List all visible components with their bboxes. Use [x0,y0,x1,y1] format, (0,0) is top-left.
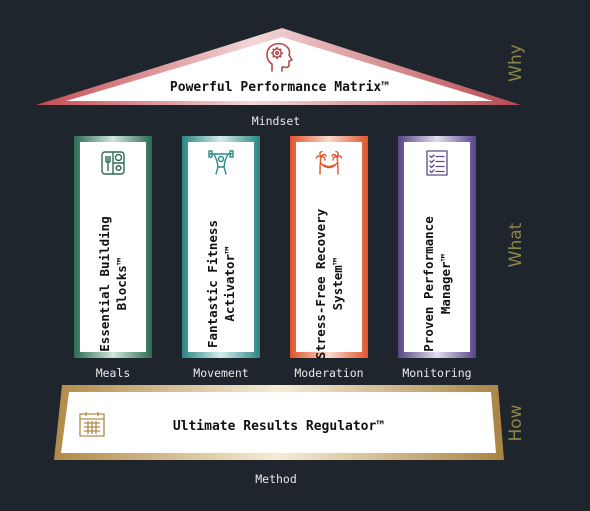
pillar-label: Stress-Free Recovery System™ [313,208,345,360]
pillar-label: Proven Performance Manager™ [421,216,453,352]
pillar-panel: Essential Building Blocks™ [80,142,146,352]
pillar-caption-monitoring: Monitoring [402,366,472,380]
base-label: Ultimate Results Regulator™ [172,419,385,434]
pillar-panel: Proven Performance Manager™ [404,142,470,352]
pillar-stress-free-recovery-system: Stress-Free Recovery System™ [290,136,368,359]
roof-title: Powerful Performance Matrix™ [169,80,390,95]
hammock-palms-icon [315,150,343,175]
brain-head-icon [266,42,293,72]
side-label-what: What [506,222,526,268]
pillar-essential-building-blocks: Essential Building Blocks™ [74,136,152,358]
base [54,385,504,460]
pillar-panel: Stress-Free Recovery System™ [296,142,362,359]
base-caption: Method [255,472,297,486]
roof-caption: Mindset [251,114,301,128]
checklist-icon [426,150,448,176]
roof [36,28,521,105]
pillar-caption-meals: Meals [95,366,131,380]
pillar-fantastic-fitness-activator: Fantastic Fitness Activator™ [182,136,260,358]
side-label-why: Why [506,44,526,82]
pillar-caption-movement: Movement [193,366,249,380]
pillar-label: Essential Building Blocks™ [97,216,129,352]
pillar-proven-performance-manager: Proven Performance Manager™ [398,136,476,358]
pillar-panel: Fantastic Fitness Activator™ [188,142,254,352]
weightlifter-icon [208,150,234,175]
meal-tray-icon [101,151,125,175]
pillar-label: Fantastic Fitness Activator™ [205,220,237,348]
calendar-icon [79,412,105,437]
pillar-caption-moderation: Moderation [294,366,364,380]
